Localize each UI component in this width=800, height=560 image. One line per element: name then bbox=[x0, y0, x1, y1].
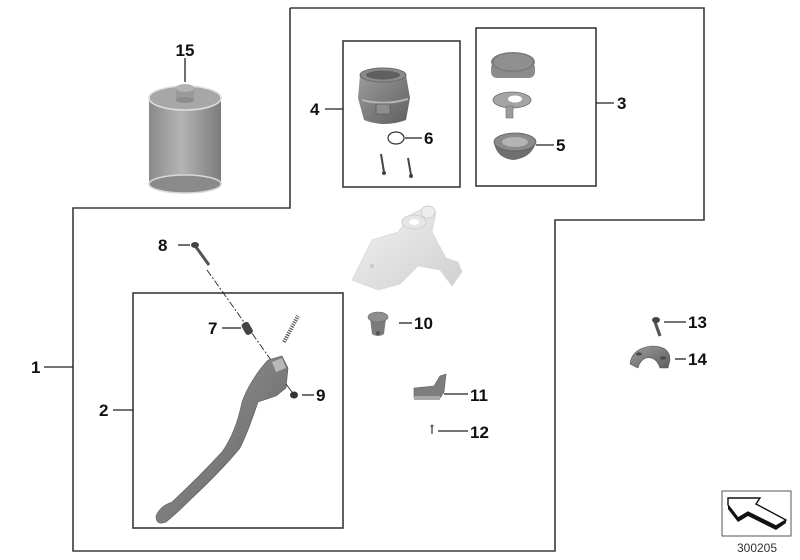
adjuster-nut-icon[interactable] bbox=[285, 383, 298, 399]
o-ring-icon[interactable] bbox=[387, 131, 405, 145]
spacer-sleeve-icon[interactable] bbox=[241, 321, 254, 336]
orientation-arrow-icon bbox=[721, 490, 792, 537]
callout-14[interactable]: 14 bbox=[688, 350, 707, 369]
switch-bracket-icon[interactable] bbox=[413, 373, 447, 400]
lever-housing-icon[interactable] bbox=[351, 205, 463, 291]
hand-lever-icon[interactable] bbox=[155, 355, 289, 524]
clamp-bolt-icon[interactable] bbox=[652, 317, 662, 337]
callout-12[interactable]: 12 bbox=[470, 423, 489, 442]
reservoir-screws-icon[interactable] bbox=[380, 153, 413, 178]
reservoir-assembly-frame bbox=[342, 40, 461, 188]
callout-13[interactable]: 13 bbox=[688, 313, 707, 332]
small-screw-icon[interactable] bbox=[430, 424, 434, 434]
pivot-bolt-icon[interactable] bbox=[191, 242, 211, 266]
cover-assembly-frame bbox=[475, 27, 597, 187]
callout-9[interactable]: 9 bbox=[316, 386, 325, 405]
callout-3[interactable]: 3 bbox=[617, 94, 626, 113]
callout-7[interactable]: 7 bbox=[208, 319, 217, 338]
spring-icon[interactable] bbox=[282, 315, 300, 343]
fluid-reservoir-icon[interactable] bbox=[358, 67, 410, 124]
callout-6[interactable]: 6 bbox=[424, 129, 433, 148]
diaphragm-icon[interactable] bbox=[493, 132, 537, 160]
callout-15[interactable]: 15 bbox=[176, 41, 195, 60]
callout-4[interactable]: 4 bbox=[310, 100, 320, 119]
callout-10[interactable]: 10 bbox=[414, 314, 433, 333]
cap-plate-icon[interactable] bbox=[492, 91, 532, 119]
callout-5[interactable]: 5 bbox=[556, 136, 565, 155]
handlebar-clamp-icon[interactable] bbox=[629, 345, 671, 369]
rubber-boot-icon[interactable] bbox=[367, 311, 389, 336]
callout-8[interactable]: 8 bbox=[158, 236, 167, 255]
outer-assembly-frame bbox=[72, 7, 705, 552]
brake-fluid-can-icon[interactable] bbox=[148, 84, 222, 194]
callout-11[interactable]: 11 bbox=[470, 386, 488, 405]
reservoir-cap-icon[interactable] bbox=[491, 52, 535, 78]
callout-1[interactable]: 1 bbox=[31, 358, 40, 377]
callout-2[interactable]: 2 bbox=[99, 401, 108, 420]
diagram-reference-number: 300205 bbox=[737, 541, 777, 555]
